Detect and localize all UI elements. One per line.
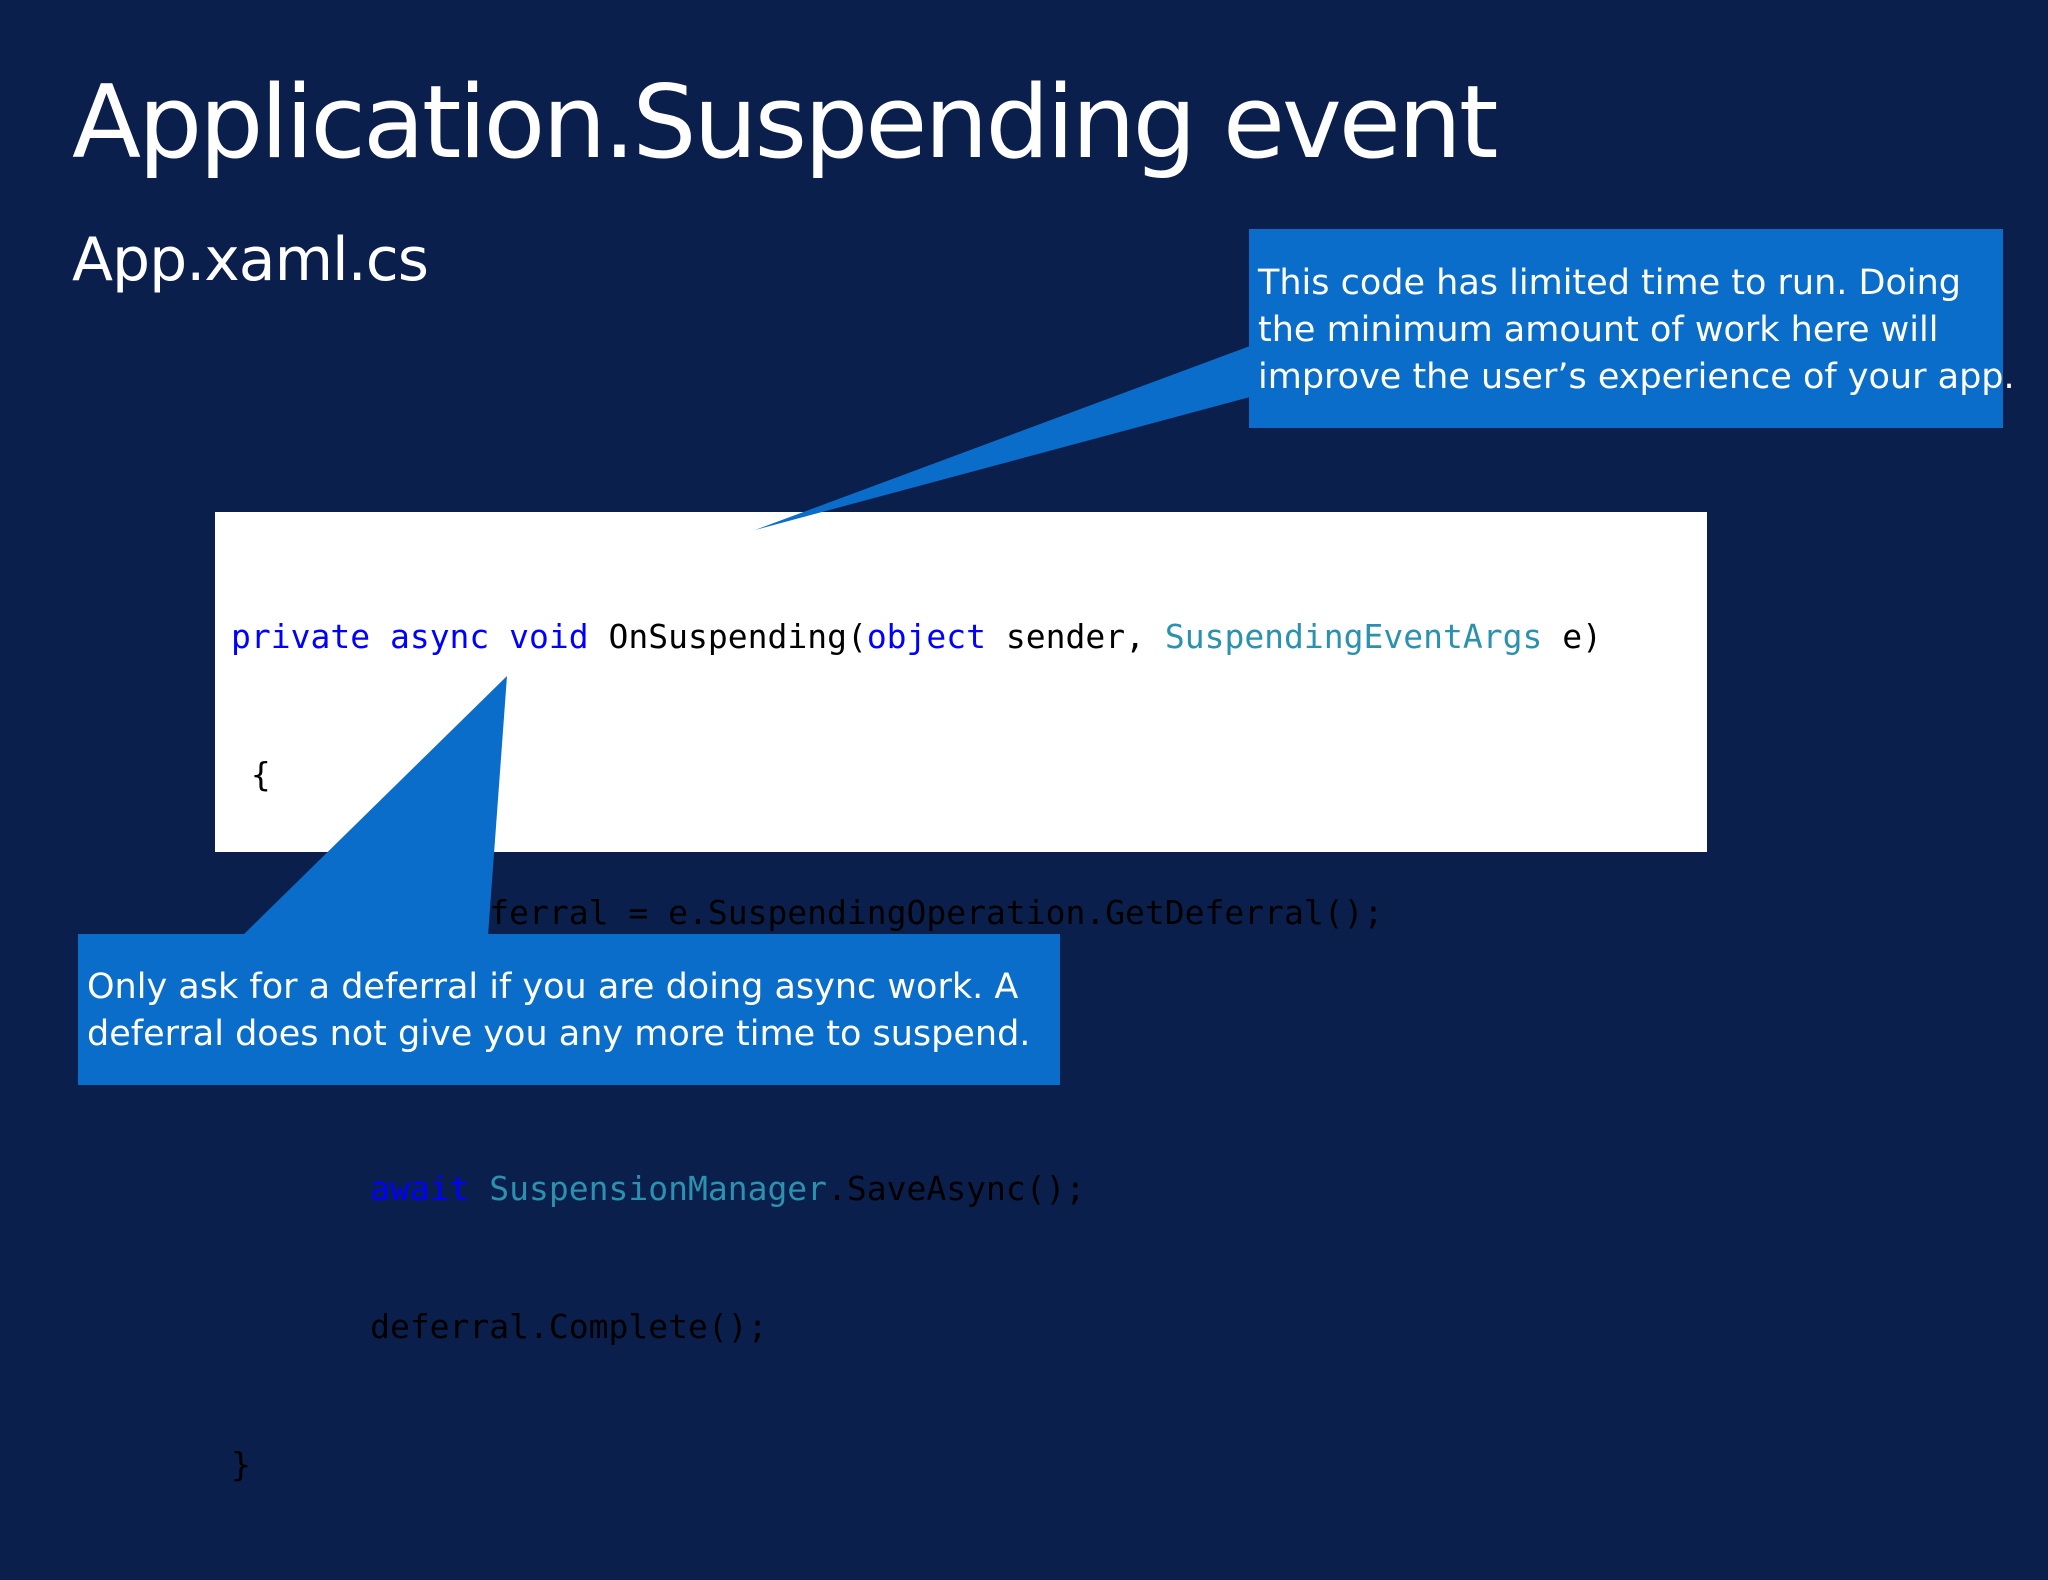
code-keyword-private: private [231,617,371,656]
slide-subtitle: App.xaml.cs [72,225,429,295]
code-deferral-statement: deferral = e.SuspendingOperation.GetDefe… [429,893,1384,932]
code-keyword-var: var [370,893,430,932]
callout-bottom-line-1: Only ask for a deferral if you are doing… [87,967,1019,1007]
callout-top-line-3: improve the user’s experience of your ap… [1258,357,2015,397]
code-keyword-async: async [389,617,490,656]
code-type-suspension-manager: SuspensionManager [489,1169,828,1208]
presentation-slide: Application.Suspending event App.xaml.cs… [72,63,2015,1484]
code-keyword-object: object [866,617,987,656]
code-method-name: OnSuspending( [608,617,867,656]
callout-top-line-1: This code has limited time to run. Doing [1258,263,1961,303]
slide-title: Application.Suspending event [72,63,1499,181]
callout-top-pointer [755,346,1250,530]
code-line-2: { [231,755,271,794]
code-param-e: e) [1542,617,1602,656]
callout-bottom-line-2: deferral does not give you any more time… [87,1014,1031,1054]
code-block: private async void OnSuspending(object s… [215,512,1707,1484]
code-complete-call: deferral.Complete(); [370,1307,768,1346]
code-line-7: } [231,1445,251,1484]
code-save-async-call: .SaveAsync(); [827,1169,1086,1208]
code-line-5: await SuspensionManager.SaveAsync(); [231,1166,1602,1212]
code-line-1: private async void OnSuspending(object s… [231,614,1602,660]
code-line-6: deferral.Complete(); [231,1304,1602,1350]
code-param-sender: sender, [986,617,1165,656]
callout-deferral-note: Only ask for a deferral if you are doing… [78,934,1060,1085]
code-type-suspending-event-args: SuspendingEventArgs [1164,617,1543,656]
code-line-3: var deferral = e.SuspendingOperation.Get… [231,890,1602,936]
callout-top-line-2: the minimum amount of work here will [1258,310,1939,350]
code-keyword-void: void [509,617,589,656]
code-keyword-await: await [370,1169,470,1208]
callout-time-limit: This code has limited time to run. Doing… [1249,229,2015,428]
